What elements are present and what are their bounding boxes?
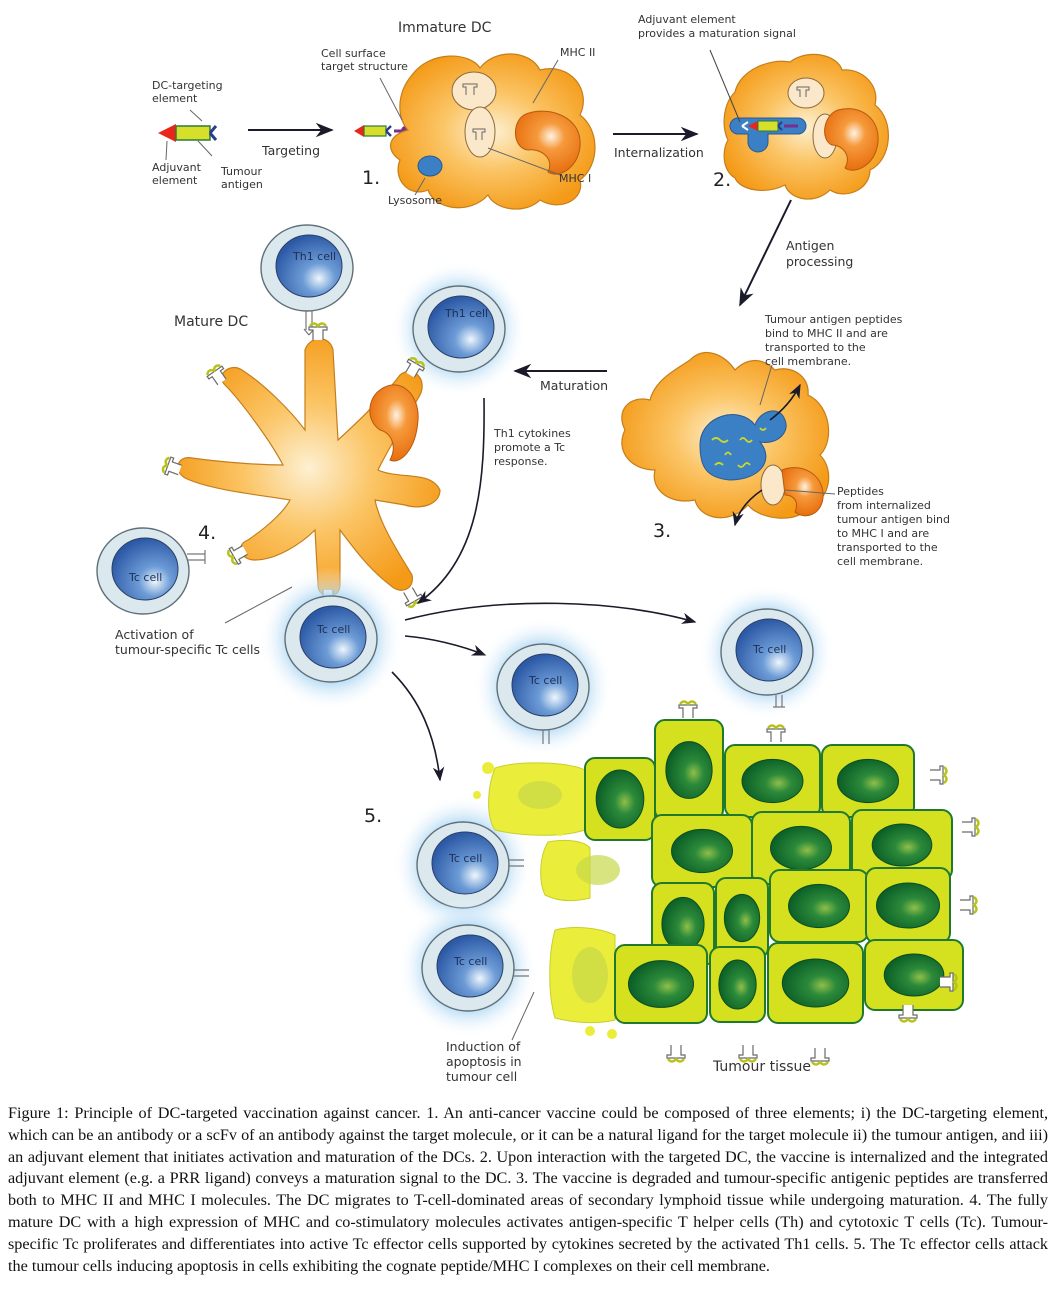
mhc-i-complex-icon	[958, 894, 978, 916]
title-immature-dc: Immature DC	[398, 20, 492, 36]
tumour-cell-nucleus	[871, 823, 933, 867]
tumour-cell-nucleus	[723, 893, 761, 943]
apoptotic-cells	[473, 762, 620, 1039]
caption-label: Figure 1:	[8, 1104, 69, 1122]
mhc-i-complex-icon	[928, 764, 948, 786]
tumour-cell-nucleus	[665, 741, 713, 799]
tumour-cell-nucleus	[770, 825, 832, 871]
tumour-cell-nucleus	[627, 960, 695, 1008]
label-mhc-i: MHC I	[559, 172, 591, 185]
tumour-tissue	[584, 700, 980, 1066]
tumour-cell-nucleus	[876, 882, 940, 929]
step1-vaccine-construct	[158, 109, 218, 161]
tc-cell-naive: Tc cell	[96, 527, 190, 615]
tumour-cell-nucleus	[741, 758, 804, 804]
tumour-cell-nucleus	[595, 769, 645, 829]
svg-text:Th1 cell: Th1 cell	[292, 250, 336, 263]
caption-text: Principle of DC-targeted vaccination aga…	[8, 1104, 1049, 1275]
tc-effector-cell-3: Tc cell	[416, 821, 510, 909]
svg-text:Tc cell: Tc cell	[453, 955, 487, 968]
adjuvant-element-icon	[158, 124, 176, 142]
arrow-cytokines	[416, 397, 485, 604]
tumour-cell-nucleus	[671, 828, 733, 874]
tc-effector-cell-1: Tc cell	[720, 608, 814, 696]
tumour-cell-nucleus	[788, 883, 850, 929]
label-mhc-ii: MHC II	[560, 46, 595, 59]
svg-text:Tc cell: Tc cell	[528, 674, 562, 687]
mhc-i-complex-icon	[665, 1043, 687, 1063]
label-th1-cytokines: Th1 cytokines promote a Tc response.	[493, 427, 574, 468]
mhc-i-complex-icon	[677, 700, 699, 720]
dc-targeting-element-icon	[208, 125, 218, 141]
arrow-tc-proliferation-2	[404, 635, 487, 656]
svg-text:Tc cell: Tc cell	[448, 852, 482, 865]
label-activation-tc: Activation of tumour-specific Tc cells	[115, 627, 260, 657]
tumour-cell-nucleus	[883, 953, 945, 997]
tc-effector-cell-4: Tc cell	[421, 924, 515, 1012]
th1-cell-resting: Th1 cell	[260, 224, 354, 312]
step-number-2: 2.	[713, 169, 731, 191]
tc-cell-activated: Tc cell	[284, 595, 378, 683]
vaccine-construct-bound	[354, 125, 409, 137]
step-number-4: 4.	[198, 522, 216, 544]
arrow-tc-proliferation-1	[404, 602, 697, 624]
tc-effector-cell-2: Tc cell	[496, 643, 590, 731]
label-targeting: Targeting	[261, 143, 320, 158]
mhc-i-complex-icon	[809, 1046, 831, 1066]
svg-text:Th1 cell: Th1 cell	[444, 307, 488, 320]
label-induction-of-apoptosis: Induction of apoptosis in tumour cell	[446, 1039, 526, 1084]
mhc-i-vesicle	[464, 106, 496, 158]
arrow-tc-proliferation-3	[391, 671, 445, 782]
arrow-antigen-processing	[739, 199, 792, 307]
label-mhc-ii-peptides: Tumour antigen peptides bind to MHC II a…	[764, 313, 906, 368]
step-number-5: 5.	[364, 805, 382, 827]
dc-nucleus	[515, 110, 581, 175]
label-lysosome: Lysosome	[388, 194, 442, 207]
mhc-i-complex-icon	[960, 816, 980, 838]
tumour-cell-nucleus	[661, 896, 705, 952]
step-number-3: 3.	[653, 520, 671, 542]
label-maturation: Maturation	[540, 378, 608, 393]
title-mature-dc: Mature DC	[174, 314, 248, 330]
mhc-i-complex-icon	[765, 724, 787, 744]
label-mhc-i-peptides: Peptides from internalized tumour antige…	[837, 485, 954, 568]
tumour-cell-nucleus	[781, 958, 850, 1008]
svg-text:Tc cell: Tc cell	[128, 571, 162, 584]
step-number-1: 1.	[362, 167, 380, 189]
lysosome	[417, 155, 443, 177]
tumour-cell-nucleus	[718, 959, 757, 1010]
svg-text:Tc cell: Tc cell	[752, 643, 786, 656]
th1-cell-activated: Th1 cell	[412, 285, 506, 373]
tumour-cell-nucleus	[837, 758, 899, 804]
figure-caption: Figure 1: Principle of DC-targeted vacci…	[8, 1103, 1048, 1277]
label-internalization: Internalization	[614, 145, 704, 160]
svg-text:Tc cell: Tc cell	[316, 623, 350, 636]
label-tumour-tissue: Tumour tissue	[712, 1059, 811, 1075]
tumour-antigen-icon	[175, 125, 211, 141]
